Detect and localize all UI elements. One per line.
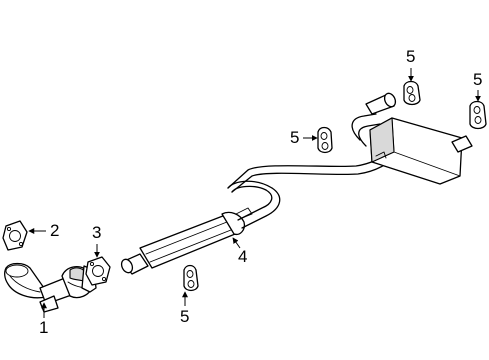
front-pipe-converter (4, 262, 97, 313)
callout-5-mid: 5 (290, 128, 318, 147)
callout-label-1: 1 (39, 318, 48, 337)
callout-label-2: 2 (50, 221, 59, 240)
intermediate-pipe-resonator (120, 151, 393, 275)
callout-label-5-right: 5 (473, 70, 482, 89)
callout-5-lower: 5 (180, 291, 189, 326)
hanger-mid (317, 126, 333, 154)
gasket-upper (2, 220, 28, 251)
callout-1: 1 (39, 302, 48, 337)
gasket-lower (85, 256, 111, 286)
callout-2: 2 (28, 221, 59, 240)
callout-5-top: 5 (406, 47, 415, 82)
callout-4: 4 (232, 237, 247, 266)
hanger-lower (183, 264, 199, 292)
callout-3: 3 (92, 223, 101, 258)
hanger-top (403, 80, 421, 106)
rear-muffler (351, 92, 473, 185)
callout-label-5-mid: 5 (290, 128, 299, 147)
callout-label-3: 3 (92, 223, 101, 242)
callout-label-5-top: 5 (406, 47, 415, 66)
callout-label-4: 4 (238, 247, 247, 266)
callout-label-5-lower: 5 (180, 307, 189, 326)
hanger-right (469, 100, 487, 130)
callout-5-right: 5 (473, 70, 482, 102)
